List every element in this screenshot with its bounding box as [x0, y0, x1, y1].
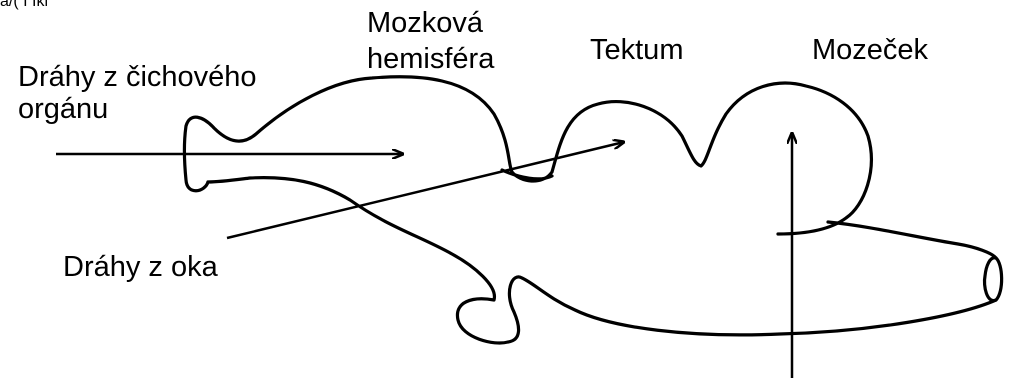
brain-dorsal-contour [182, 75, 873, 236]
spinal-cord-end [982, 256, 1004, 303]
label-olfactory-line1: Dráhy z čichového [18, 61, 257, 93]
eye-pathway-arrow [226, 142, 624, 240]
label-hemisphere-line1: Mozková [367, 7, 484, 39]
label-cerebellum: Mozeček [812, 34, 929, 66]
corner-fragment-text: a/( I Iki [0, 0, 49, 10]
label-olfactory-line2: orgánu [18, 93, 109, 125]
hemisphere-tectum-seam [500, 168, 554, 181]
label-eye-pathways: Dráhy z oka [63, 251, 218, 283]
brain-ventral-contour [206, 176, 998, 345]
label-hemisphere-line2: hemisféra [367, 43, 495, 75]
spinal-cord-top-contour [826, 220, 998, 260]
label-tectum: Tektum [590, 34, 684, 66]
